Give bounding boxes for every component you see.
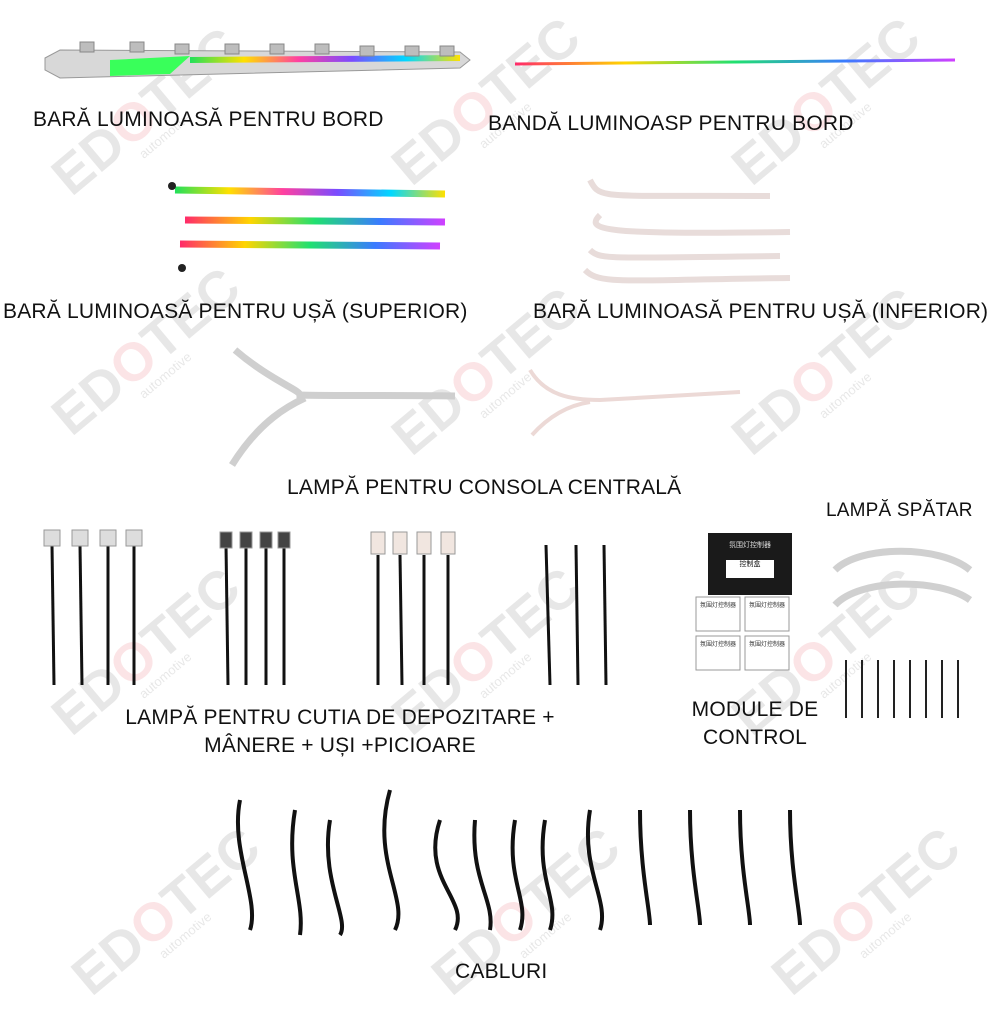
label-door-lower: BARĂ LUMINOASĂ PENTRU UȘĂ (INFERIOR) (533, 300, 989, 323)
module-small-label-2: 氛围灯控制器 (748, 602, 785, 609)
dash-light-bar-image (44, 41, 471, 79)
storage-lamp-heads (43, 529, 456, 555)
dash-light-strip-image (514, 58, 956, 80)
center-console-lamp-left-image (229, 347, 456, 467)
label-dash-light-strip: BANDĂ LUMINOASP PENTRU BORD (488, 112, 854, 135)
door-upper-bars-image (168, 182, 446, 272)
module-small-label-4: 氛围灯控制器 (748, 641, 785, 648)
label-storage-line1: LAMPĂ PENTRU CUTIA DE DEPOZITARE + (125, 706, 555, 729)
door-lower-bars-image (582, 178, 791, 284)
label-center-console: LAMPĂ PENTRU CONSOLA CENTRALĂ (287, 476, 682, 499)
label-modules-line2: CONTROL (702, 726, 808, 749)
storage-lamp-cables (50, 544, 608, 686)
module-small-label-1: 氛围灯控制器 (699, 602, 736, 609)
label-storage-line2: MÂNERE + UȘI +PICIOARE (204, 734, 476, 757)
seatback-small-lamps (845, 660, 959, 718)
module-box-text: 氛围灯控制器 (729, 541, 771, 549)
seatback-lamp-image (832, 547, 973, 608)
module-box-subtext: 控制盒 (739, 560, 761, 568)
cables-image (235, 789, 802, 937)
label-storage-lamps: LAMPĂ PENTRU CUTIA DE DEPOZITARE + MÂNER… (100, 706, 580, 758)
label-door-upper: BARĂ LUMINOASĂ PENTRU UȘĂ (SUPERIOR) (3, 300, 468, 323)
label-cables: CABLURI (455, 960, 548, 983)
module-small-label-3: 氛围灯控制器 (699, 641, 736, 648)
control-modules-image (695, 533, 792, 671)
label-modules-line1: MODULE DE (691, 698, 819, 721)
label-seatback-lamp: LAMPĂ SPĂTAR (826, 500, 973, 521)
label-control-modules: MODULE DE CONTROL (680, 698, 830, 750)
module-box-top-label: 氛围灯控制器 控制盒 (712, 540, 788, 569)
center-console-lamp-right-image (528, 368, 741, 437)
label-dash-light-bar: BARĂ LUMINOASĂ PENTRU BORD (33, 108, 384, 131)
